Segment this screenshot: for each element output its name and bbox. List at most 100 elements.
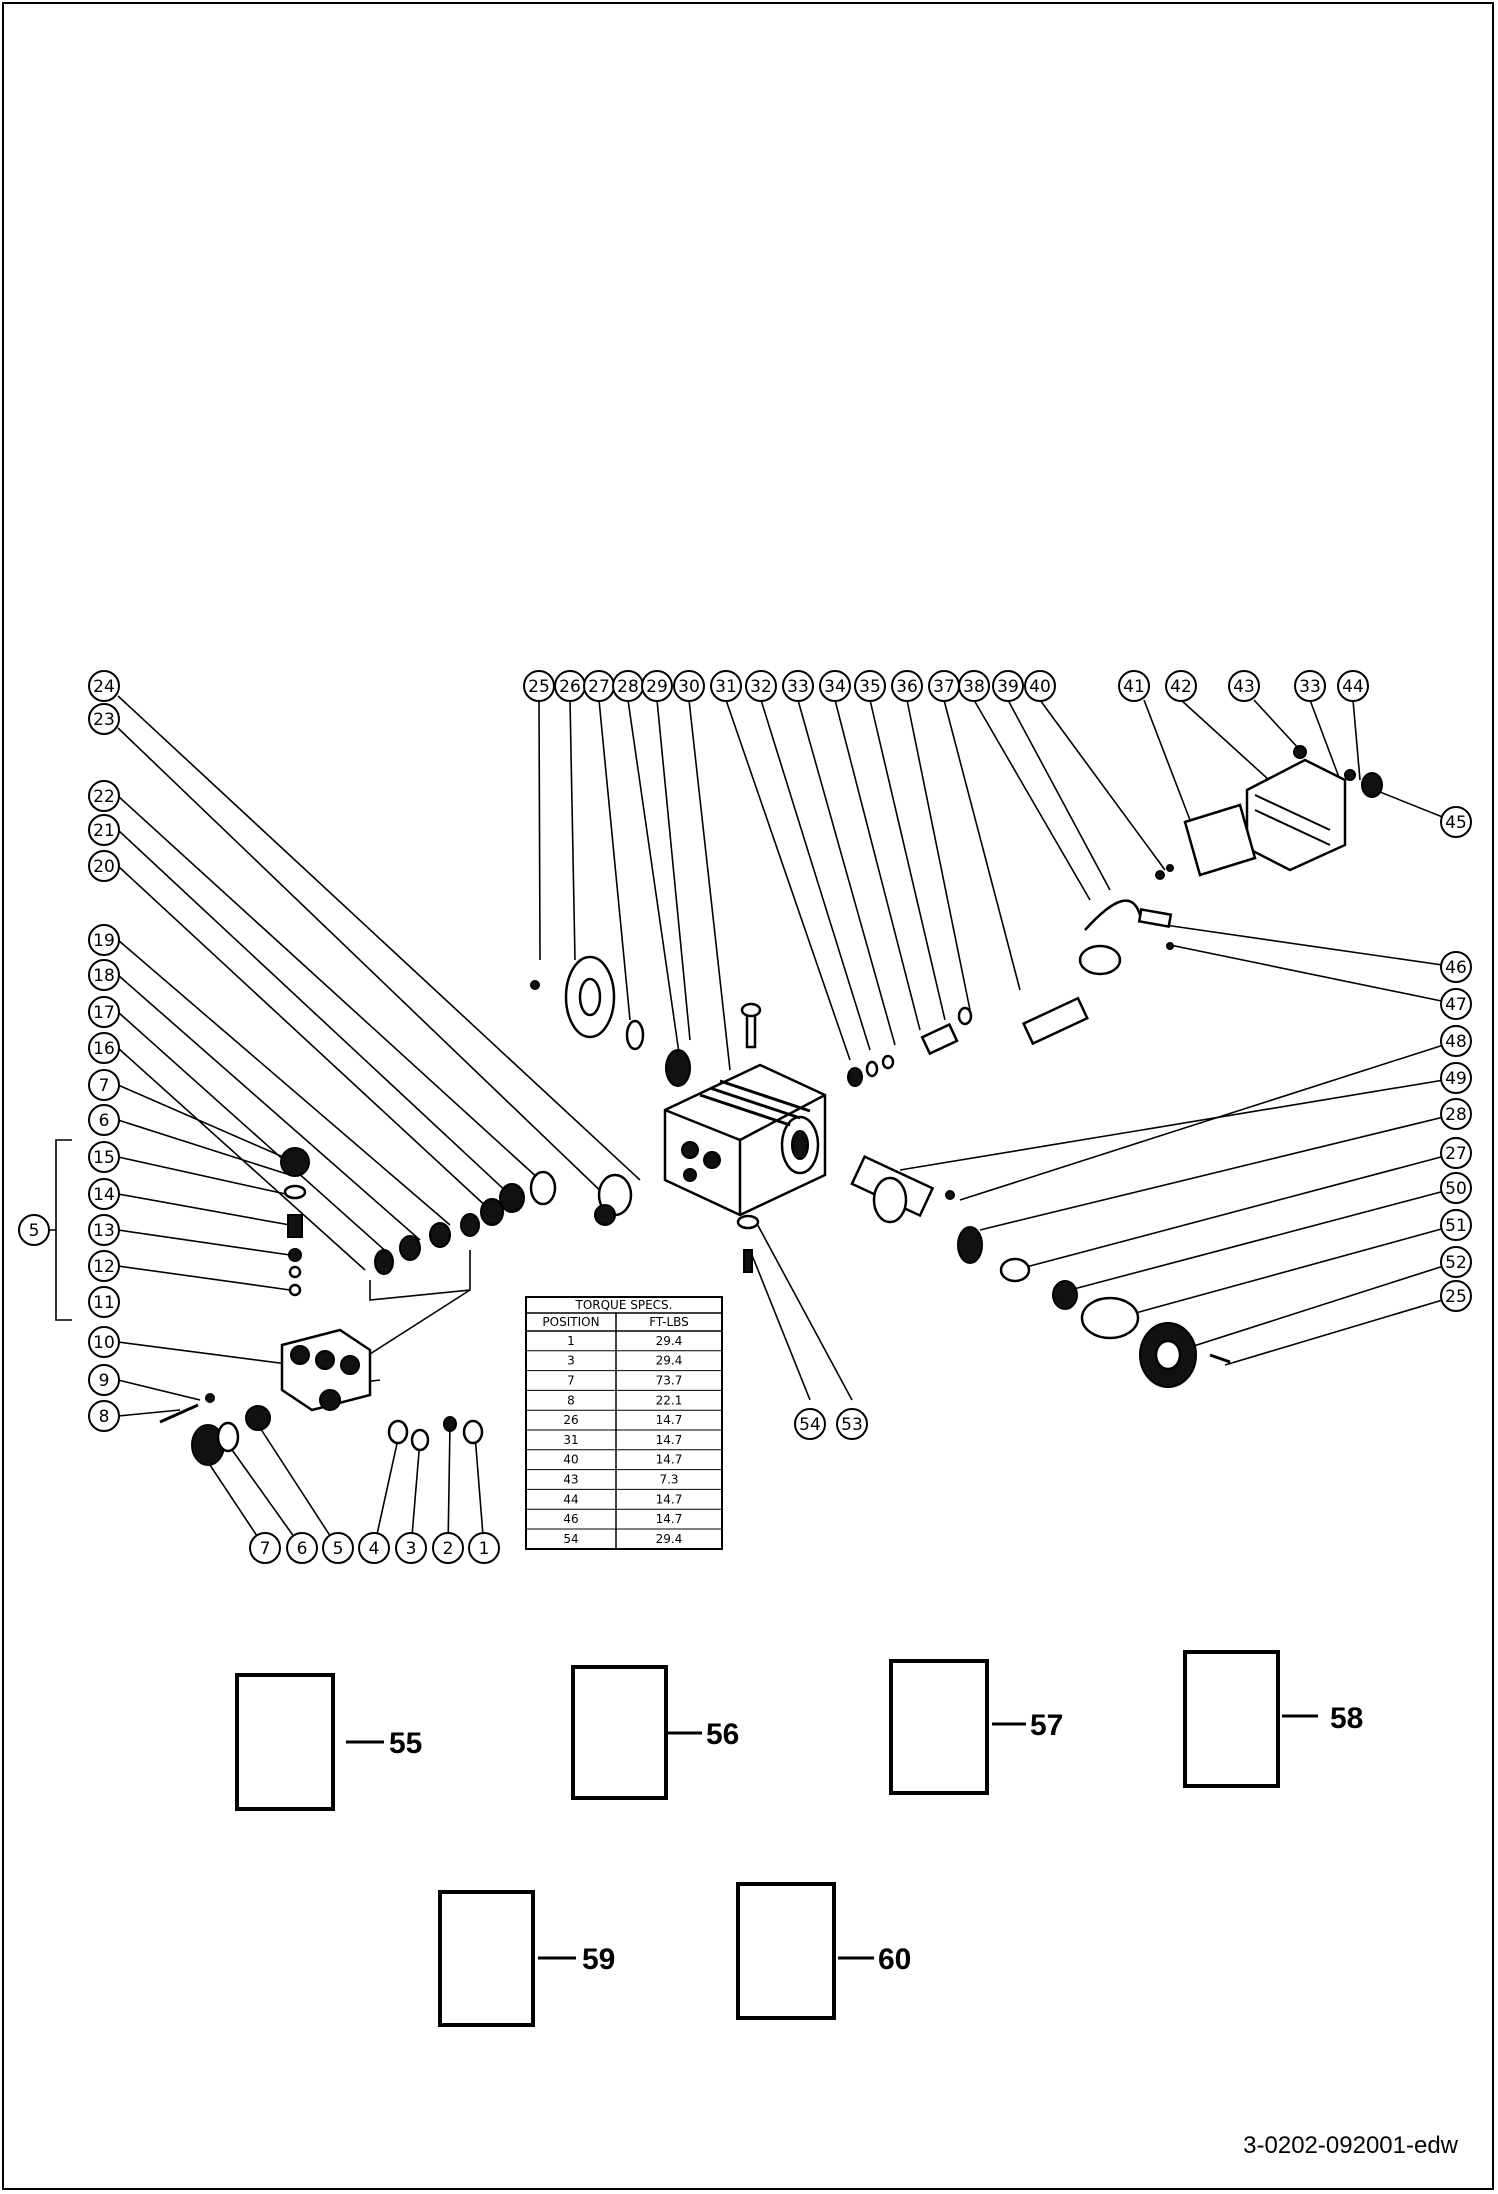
callout-number: 13 bbox=[93, 1221, 115, 1241]
leader-lines bbox=[38, 695, 1457, 1960]
callout-bubble: 33 bbox=[1294, 670, 1326, 702]
callout-bubble: 12 bbox=[88, 1250, 120, 1282]
callout-number: 31 bbox=[715, 677, 737, 697]
callout-bubble: 30 bbox=[673, 670, 705, 702]
kit-box-55 bbox=[235, 1673, 335, 1811]
torque-position-cell: 8 bbox=[567, 1393, 575, 1407]
torque-position-cell: 54 bbox=[563, 1532, 578, 1546]
callout-number: 21 bbox=[93, 821, 115, 841]
callout-number: 15 bbox=[93, 1148, 115, 1168]
callout-number: 24 bbox=[93, 677, 115, 697]
callout-bubble: 44 bbox=[1337, 670, 1369, 702]
callout-number: 9 bbox=[99, 1371, 110, 1391]
callout-number: 34 bbox=[824, 677, 846, 697]
callout-number: 33 bbox=[1299, 677, 1321, 697]
callout-bubble: 34 bbox=[819, 670, 851, 702]
kit-label-59: 59 bbox=[582, 1943, 615, 1976]
callout-number: 41 bbox=[1123, 677, 1145, 697]
callout-number: 37 bbox=[933, 677, 955, 697]
callout-number: 25 bbox=[528, 677, 550, 697]
callout-number: 17 bbox=[93, 1003, 115, 1023]
torque-position-cell: 3 bbox=[567, 1354, 575, 1368]
callout-bubble: 7 bbox=[249, 1532, 281, 1564]
callout-number: 27 bbox=[588, 677, 610, 697]
kit-label-58: 58 bbox=[1330, 1702, 1363, 1735]
callout-number: 30 bbox=[678, 677, 700, 697]
callout-number: 5 bbox=[29, 1221, 40, 1241]
callout-number: 29 bbox=[646, 677, 668, 697]
callout-number: 3 bbox=[406, 1539, 417, 1559]
callout-bubble: 5 bbox=[322, 1532, 354, 1564]
callout-bubble: 54 bbox=[794, 1408, 826, 1440]
callout-number: 49 bbox=[1445, 1069, 1467, 1089]
callout-bubble: 1 bbox=[468, 1532, 500, 1564]
callout-number: 6 bbox=[297, 1539, 308, 1559]
callout-number: 48 bbox=[1445, 1032, 1467, 1052]
torque-position-cell: 40 bbox=[563, 1453, 578, 1467]
callout-number: 23 bbox=[93, 710, 115, 730]
callout-bubble: 46 bbox=[1440, 951, 1472, 983]
callout-number: 53 bbox=[841, 1415, 863, 1435]
callout-number: 20 bbox=[93, 857, 115, 877]
torque-value-cell: 29.4 bbox=[656, 1334, 683, 1348]
callout-bubble: 33 bbox=[782, 670, 814, 702]
callout-bubble: 29 bbox=[641, 670, 673, 702]
callout-bubble: 28 bbox=[612, 670, 644, 702]
callout-bubble: 24 bbox=[88, 670, 120, 702]
callout-bubble: 40 bbox=[1024, 670, 1056, 702]
callout-number: 28 bbox=[617, 677, 639, 697]
callout-bubble: 41 bbox=[1118, 670, 1150, 702]
callout-bubble: 4 bbox=[358, 1532, 390, 1564]
callout-bubble: 10 bbox=[88, 1326, 120, 1358]
callout-bubble: 53 bbox=[836, 1408, 868, 1440]
callout-bubble: 52 bbox=[1440, 1246, 1472, 1278]
torque-value-cell: 73.7 bbox=[656, 1374, 683, 1388]
callout-number: 43 bbox=[1233, 677, 1255, 697]
callout-bubble: 32 bbox=[745, 670, 777, 702]
rear-cover-part bbox=[1183, 745, 1383, 877]
torque-value-cell: 22.1 bbox=[656, 1393, 683, 1407]
kit-box-58 bbox=[1183, 1650, 1280, 1788]
kit-box-57 bbox=[889, 1659, 989, 1795]
callout-bubble: 16 bbox=[88, 1032, 120, 1064]
torque-position-cell: 44 bbox=[563, 1492, 578, 1506]
callout-number: 4 bbox=[369, 1539, 380, 1559]
callout-number: 39 bbox=[997, 677, 1019, 697]
callout-number: 47 bbox=[1445, 995, 1467, 1015]
kit-box-60 bbox=[736, 1882, 836, 2020]
callout-number: 18 bbox=[93, 966, 115, 986]
callout-bubble: 20 bbox=[88, 850, 120, 882]
kit-label-57: 57 bbox=[1030, 1709, 1063, 1742]
callout-bubble: 2 bbox=[432, 1532, 464, 1564]
drain-plug-part bbox=[736, 1214, 760, 1273]
callout-bubble: 6 bbox=[286, 1532, 318, 1564]
callout-bubble: 25 bbox=[1440, 1280, 1472, 1312]
callout-bubble: 28 bbox=[1440, 1098, 1472, 1130]
callout-number: 12 bbox=[93, 1257, 115, 1277]
torque-table-title: TORQUE SPECS. bbox=[575, 1298, 673, 1312]
bearing-cover-left-part bbox=[564, 955, 762, 1087]
callout-number: 11 bbox=[93, 1293, 115, 1313]
callout-number: 28 bbox=[1445, 1105, 1467, 1125]
callout-bubble: 38 bbox=[958, 670, 990, 702]
callout-bubble: 49 bbox=[1440, 1062, 1472, 1094]
callout-bubble: 15 bbox=[88, 1141, 120, 1173]
callout-bubble: 21 bbox=[88, 814, 120, 846]
callout-bubble: 3 bbox=[395, 1532, 427, 1564]
callout-number: 35 bbox=[859, 677, 881, 697]
callout-bubble: 11 bbox=[88, 1286, 120, 1318]
callout-number: 51 bbox=[1445, 1216, 1467, 1236]
kit-boxes: 55 56 57 58 59 60 bbox=[235, 1650, 1363, 2027]
callout-number: 7 bbox=[99, 1076, 110, 1096]
torque-position-cell: 1 bbox=[567, 1334, 575, 1348]
callout-number: 32 bbox=[750, 677, 772, 697]
callout-number: 10 bbox=[93, 1333, 115, 1353]
callout-number: 7 bbox=[260, 1539, 271, 1559]
kit-box-59 bbox=[438, 1890, 535, 2027]
callout-bubble: 25 bbox=[523, 670, 555, 702]
crankcase-part bbox=[663, 1063, 827, 1217]
callout-bubble: 36 bbox=[891, 670, 923, 702]
torque-position-cell: 26 bbox=[563, 1413, 578, 1427]
